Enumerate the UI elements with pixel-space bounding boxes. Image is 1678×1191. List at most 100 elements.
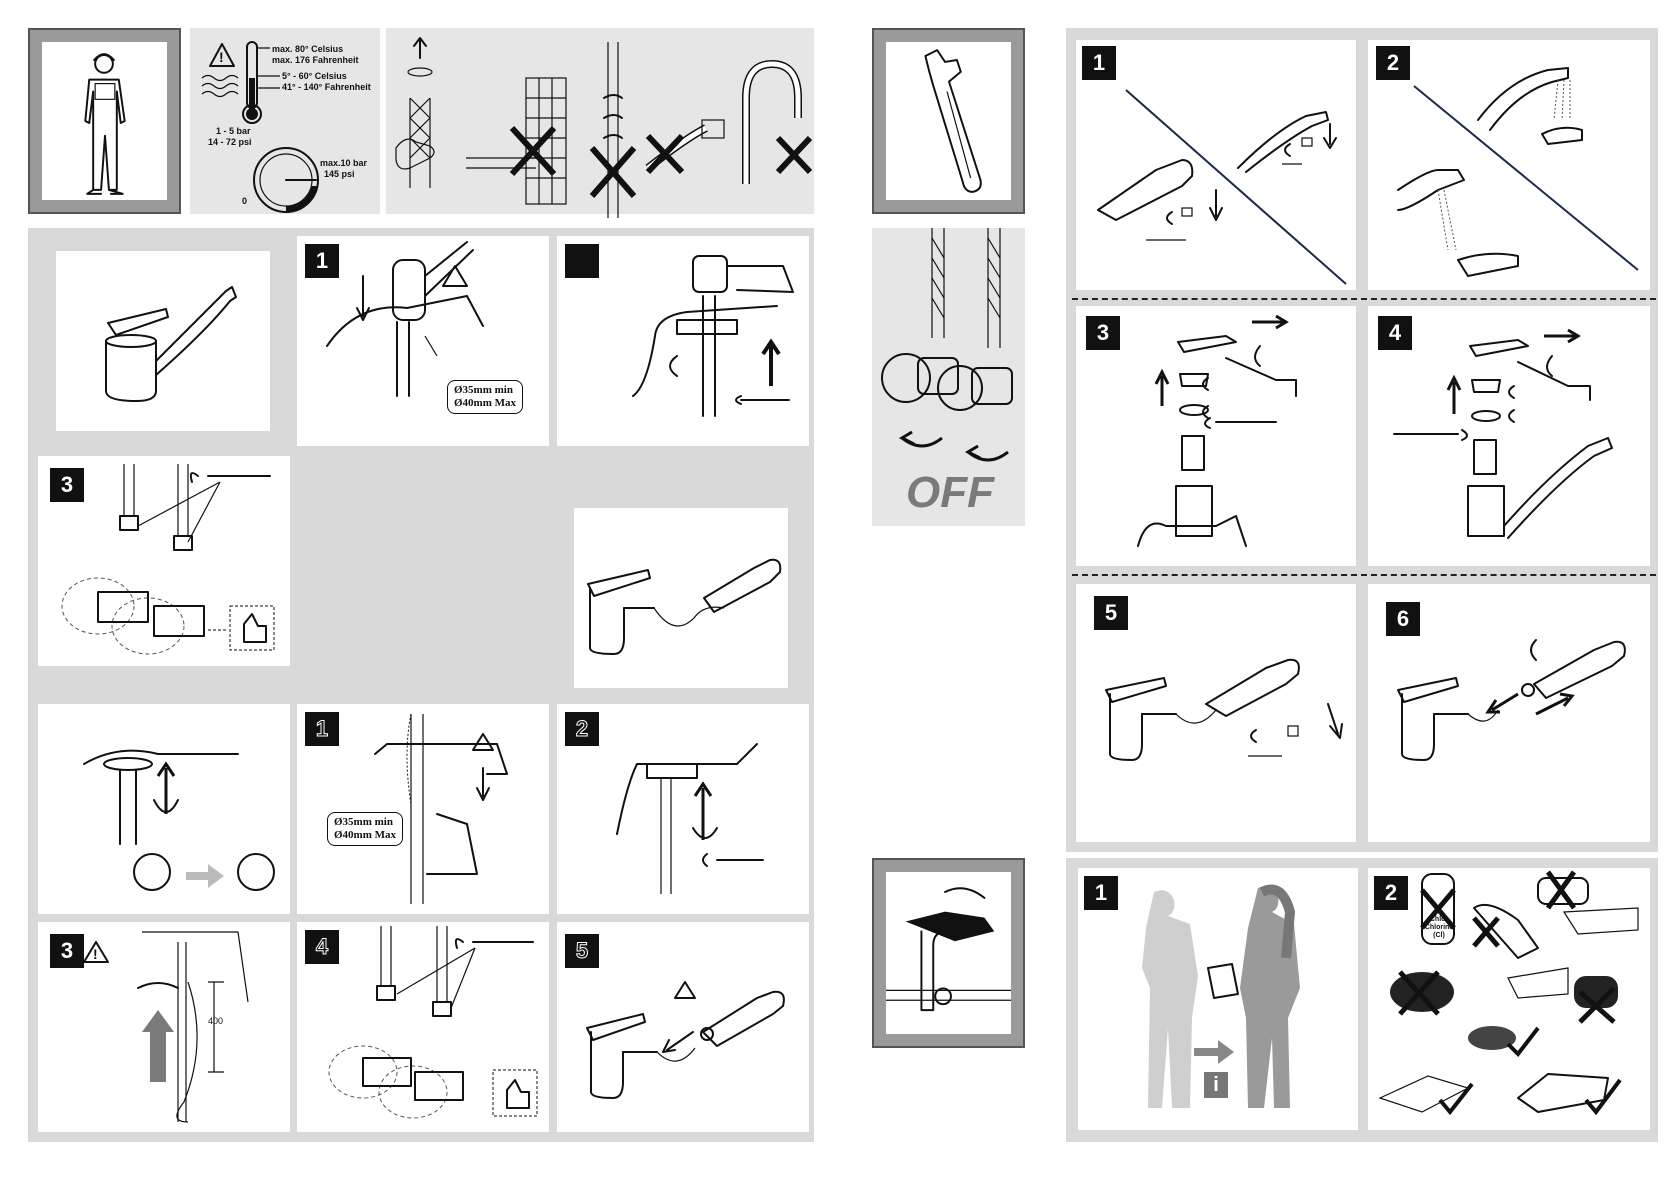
cross-icon [645, 133, 685, 175]
warning-icon [83, 941, 109, 963]
step-number: 2 [565, 712, 599, 746]
care-step-1: 1 i [1078, 868, 1358, 1130]
arrow-down-icon [1323, 123, 1337, 149]
step-number: 2 [1374, 876, 1408, 910]
arrow-left-icon [1485, 692, 1519, 714]
wrench-icon [189, 472, 271, 483]
faucet-spout-icon [1237, 111, 1329, 173]
wrench-icon [924, 49, 982, 193]
arrow-up-icon [156, 761, 176, 814]
off-label: OFF [906, 468, 994, 517]
arrow-down-icon [1209, 189, 1223, 221]
arrow-right-icon [186, 864, 224, 888]
cross-icon [589, 146, 637, 198]
powder-bottle-icon [1537, 877, 1589, 905]
wrench-icon [1393, 429, 1468, 441]
document-icon [1207, 963, 1239, 999]
step-number [565, 244, 599, 278]
temp-max-f: max. 176 Fahrenheit [272, 55, 359, 65]
install-b-step-5: 5 [557, 922, 809, 1132]
faucet-icon [589, 587, 625, 655]
thumbs-up-icon [506, 1079, 530, 1109]
installer-panel [28, 28, 181, 214]
arrow-right-icon [1535, 692, 1575, 716]
maint-step-6: 6 [1368, 584, 1650, 842]
step-number: 4 [1378, 316, 1412, 350]
specs-panel: ! max. 80° Celsius max. 176 Fahrenheit 5… [190, 28, 380, 214]
step-number: 5 [565, 934, 599, 968]
temp-range-c: 5° - 60° Celsius [282, 71, 347, 81]
pressure-range-psi: 14 - 72 psi [208, 137, 252, 147]
arrow-right-icon [1194, 1040, 1234, 1064]
spray-head-icon [1397, 169, 1465, 211]
warning-icon [472, 733, 494, 751]
install-b-step-4: 4 [297, 922, 549, 1132]
maint-step-5: 5 [1076, 584, 1356, 842]
arrow-down-icon [476, 767, 490, 801]
soap-dish-icon [1517, 1073, 1609, 1113]
shutoff-valves-panel: OFF [872, 228, 1025, 526]
maint-step-2: 2 [1368, 40, 1650, 290]
step-number: 5 [1094, 596, 1128, 630]
hand-icon [944, 887, 986, 899]
rotate-arrow-icon [898, 430, 943, 448]
separator [1072, 298, 1656, 300]
maint-step-1: 1 [1076, 40, 1356, 290]
hand-icon [395, 138, 435, 170]
step-number: 3 [1086, 316, 1120, 350]
pullout-faucet-image [574, 508, 788, 688]
step-number: 6 [1386, 602, 1420, 636]
step-number: 2 [1376, 46, 1410, 80]
step-number: 1 [305, 244, 339, 278]
faucet-icon [590, 1031, 624, 1099]
mounting-hole-spec: Ø35mm min Ø40mm Max [327, 812, 404, 846]
wrench-icon [735, 395, 790, 405]
arrow-up-icon [142, 1010, 174, 1082]
faucet-overview [56, 251, 270, 431]
install-step-2 [557, 236, 809, 446]
step-number: 1 [1084, 876, 1118, 910]
svg-text:!: ! [93, 946, 98, 962]
arrow-up-icon [413, 37, 427, 59]
faucet-icon [105, 340, 157, 402]
spray-head-icon [703, 558, 782, 613]
separator [1072, 574, 1656, 576]
faucet-spout-icon [1477, 67, 1569, 131]
rotate-arrow-icon [964, 444, 1009, 462]
spray-head-icon [1533, 640, 1626, 699]
arrow-right-icon [1252, 314, 1289, 330]
chlorine-label: Chlor Chlorine (Cl) [1424, 916, 1454, 939]
installer-figure-icon [84, 53, 126, 195]
step-number: 3 [50, 934, 84, 968]
person-icon [1142, 890, 1198, 1108]
step-number: 4 [305, 930, 339, 964]
warning-icon [209, 43, 235, 67]
hose-handling-panel [386, 28, 814, 218]
faucet-icon [1109, 693, 1143, 761]
wrench-icon [454, 938, 534, 949]
arrow-up-icon [1154, 368, 1170, 406]
hand-icon [1457, 252, 1519, 277]
checkmark-icon [1584, 1078, 1622, 1116]
pressure-range-bar: 1 - 5 bar [216, 126, 251, 136]
svg-text:!: ! [219, 49, 224, 65]
detergent-bottle-icon [1473, 904, 1539, 959]
cross-icon [509, 125, 557, 177]
info-icon [1204, 1072, 1228, 1098]
hose-length: 400 [208, 1016, 224, 1026]
gauge-zero: 0 [242, 196, 248, 206]
tool-panel [872, 28, 1025, 214]
step-number: 1 [305, 712, 339, 746]
wrench-icon [1204, 417, 1277, 429]
pressure-max-psi: 145 psi [324, 169, 355, 179]
arrow-down-icon [1327, 703, 1343, 739]
cross-icon [775, 135, 813, 175]
warning-icon [674, 981, 696, 999]
allen-key-icon [1517, 361, 1591, 401]
sponge-icon [1574, 976, 1618, 1008]
arrow-up-icon [1446, 374, 1462, 414]
arrow-right-icon [1544, 328, 1581, 344]
pressure-max-bar: max.10 bar [320, 158, 368, 168]
spray-head-icon [1097, 159, 1194, 221]
wrench-icon [702, 853, 764, 867]
